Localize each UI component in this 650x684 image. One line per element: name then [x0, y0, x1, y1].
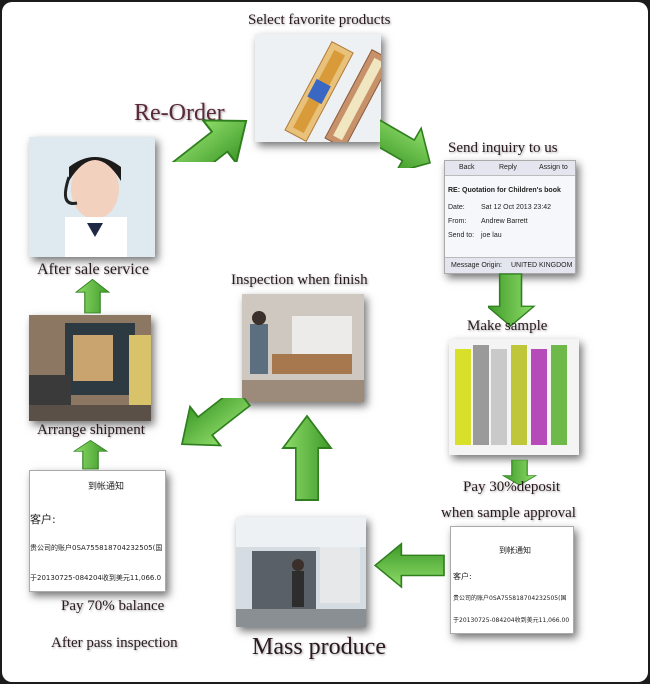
deposit-notice-line1: 客户: — [453, 572, 472, 581]
email-assign-button[interactable]: Assign to — [539, 164, 568, 171]
email-date-value: Sat 12 Oct 2013 23:42 — [481, 204, 552, 211]
sample-illustration — [449, 339, 579, 455]
label-send-inquiry: Send inquiry to us — [448, 140, 558, 156]
shipment-photo — [29, 315, 151, 421]
mass-produce-photo — [236, 517, 366, 627]
email-screenshot: Back Reply Assign to RE: Quotation for C… — [444, 160, 576, 274]
service-photo — [29, 137, 155, 257]
balance-notice-line2: 贵公司的账户0SA755818704232505(国 — [30, 544, 163, 552]
arrow-to-mass-produce-icon — [374, 542, 445, 588]
inspection-photo — [242, 294, 364, 402]
label-pay-balance: Pay 70% balance — [61, 598, 165, 614]
mass-produce-illustration — [236, 517, 366, 627]
email-subject: RE: Quotation for Children's book — [448, 187, 561, 194]
email-footer: Message Origin: UNITED KINGDOM — [445, 257, 575, 273]
deposit-notice-line3: 于20130725-084204收到美元11,066.00 — [453, 617, 570, 624]
product-illustration — [255, 34, 381, 142]
arrow-to-balance-icon — [166, 398, 259, 465]
email-reply-button[interactable]: Reply — [499, 164, 517, 171]
shipment-illustration — [29, 315, 151, 421]
arrow-reorder-icon — [159, 98, 262, 162]
email-from-label: From: — [448, 218, 467, 225]
balance-notice-line3: 于20130725-084204收到美元11,066.0 — [30, 574, 162, 582]
email-from-value: Andrew Barrett — [481, 218, 528, 225]
label-after-sale: After sale service — [37, 261, 149, 278]
arrow-to-shipment-icon — [73, 440, 108, 470]
product-photo — [255, 34, 381, 142]
label-inspection-finish: Inspection when finish — [231, 272, 368, 288]
service-illustration — [29, 137, 155, 257]
email-sendto-label: Send to: — [448, 232, 475, 239]
deposit-notice-title: 到帐通知 — [499, 546, 531, 555]
label-after-inspection: After pass inspection — [51, 635, 178, 651]
email-origin-value: UNITED KINGDOM — [511, 262, 573, 269]
balance-notice-title: 到帐通知 — [88, 482, 125, 492]
arrow-to-inquiry-icon — [380, 107, 444, 168]
deposit-notice-line2: 贵公司的账户0SA755818704232505(国 — [453, 595, 567, 602]
inspection-illustration — [242, 294, 364, 402]
sample-photo — [449, 339, 579, 455]
balance-notice: 到帐通知 客户: 贵公司的账户0SA755818704232505(国 于201… — [29, 470, 166, 592]
email-date-label: Date: — [448, 204, 465, 211]
email-sendto-value: joe lau — [481, 232, 502, 239]
label-select-products: Select favorite products — [248, 12, 391, 28]
arrow-to-service-icon — [75, 279, 110, 314]
deposit-notice: 到帐通知 客户: 贵公司的账户0SA755818704232505(国 于201… — [450, 526, 574, 634]
email-back-button[interactable]: Back — [459, 164, 475, 171]
label-sample-approval: when sample approval — [441, 505, 576, 521]
balance-notice-line1: 客户: — [30, 513, 56, 526]
label-pay-deposit: Pay 30%deposit — [463, 479, 561, 495]
arrow-to-inspection-icon — [282, 415, 332, 501]
label-make-sample: Make sample — [467, 318, 548, 334]
email-origin-label: Message Origin: — [451, 262, 502, 269]
email-toolbar: Back Reply Assign to — [445, 161, 575, 176]
label-arrange-shipment: Arrange shipment — [37, 422, 145, 438]
label-mass-produce: Mass produce — [252, 634, 386, 660]
